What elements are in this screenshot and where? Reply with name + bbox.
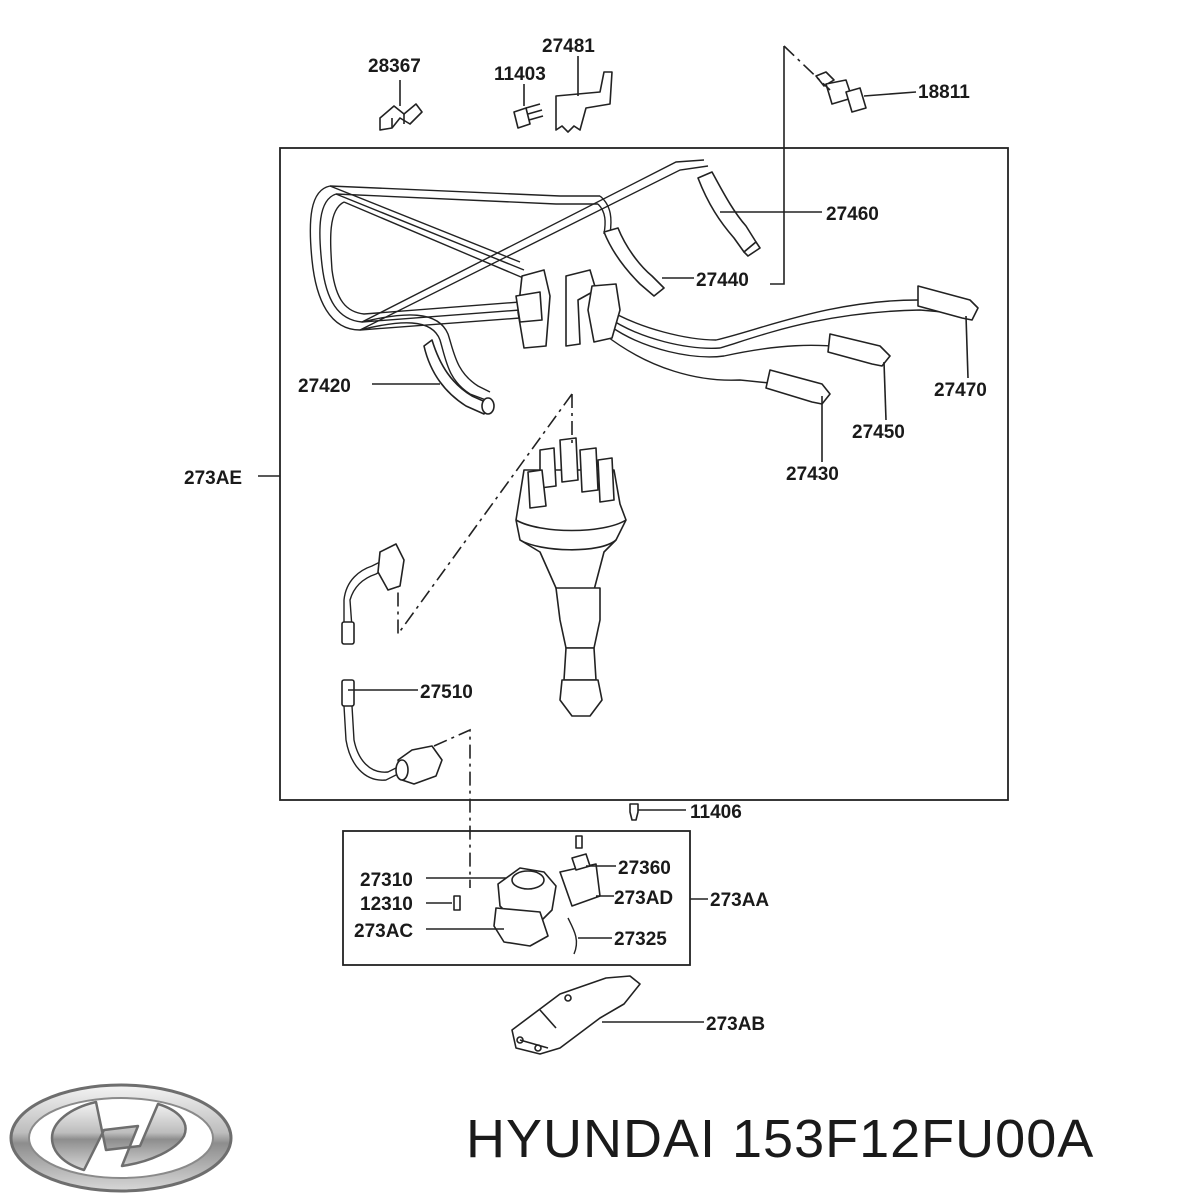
distributor <box>515 437 627 717</box>
label-27420: 27420 <box>298 376 351 397</box>
label-273AC: 273AC <box>354 921 413 942</box>
label-11406: 11406 <box>690 802 742 823</box>
label-27310: 27310 <box>360 870 413 891</box>
boot-center-right <box>565 269 621 347</box>
clip-28367 <box>379 80 423 131</box>
label-27460: 27460 <box>826 204 879 225</box>
label-28367: 28367 <box>368 56 421 77</box>
label-273AA: 273AA <box>710 890 769 911</box>
ignition-wire-set <box>309 159 967 401</box>
boot-center-left <box>515 269 551 349</box>
label-27325: 27325 <box>614 929 667 950</box>
leader-18811-dash <box>783 45 831 91</box>
hyundai-logo-icon <box>9 1083 233 1193</box>
label-273AB: 273AB <box>706 1014 765 1035</box>
terminal-27430 <box>765 369 831 405</box>
boot-27440 <box>603 227 665 297</box>
terminal-27450 <box>827 333 891 367</box>
bolt-11403 <box>513 84 544 129</box>
leader-distributor-dash <box>397 393 573 637</box>
bracket-273AB <box>511 975 641 1055</box>
loose-wire <box>341 543 405 645</box>
label-27360: 27360 <box>618 858 671 879</box>
label-273AD: 273AD <box>614 888 673 909</box>
frame-273AE <box>279 147 1009 801</box>
label-27510: 27510 <box>420 682 473 703</box>
part-labels: 28367 27481 11403 18811 27460 27440 2742… <box>184 36 987 1035</box>
frame-273AA <box>342 830 691 966</box>
label-27481: 27481 <box>542 36 595 57</box>
label-27450: 27450 <box>852 422 905 443</box>
brand-caption: HYUNDAI 153F12FU00A <box>466 1109 1095 1169</box>
terminal-27470 <box>917 285 979 321</box>
label-27430: 27430 <box>786 464 839 485</box>
label-27470: 27470 <box>934 380 987 401</box>
ignition-coil <box>453 835 601 955</box>
leader-lines <box>348 46 969 1023</box>
boot-27420 <box>423 339 495 415</box>
label-27440: 27440 <box>696 270 749 291</box>
label-18811: 18811 <box>918 82 970 103</box>
label-11403: 11403 <box>494 64 546 85</box>
boot-27460 <box>697 171 761 257</box>
bolt-11406 <box>629 803 639 821</box>
label-12310: 12310 <box>360 894 413 915</box>
wire-27510 <box>341 679 443 785</box>
bracket-27481 <box>555 56 613 133</box>
leader-coil-dash <box>433 728 471 888</box>
label-273AE: 273AE <box>184 468 242 489</box>
sensor-18811 <box>815 71 917 113</box>
